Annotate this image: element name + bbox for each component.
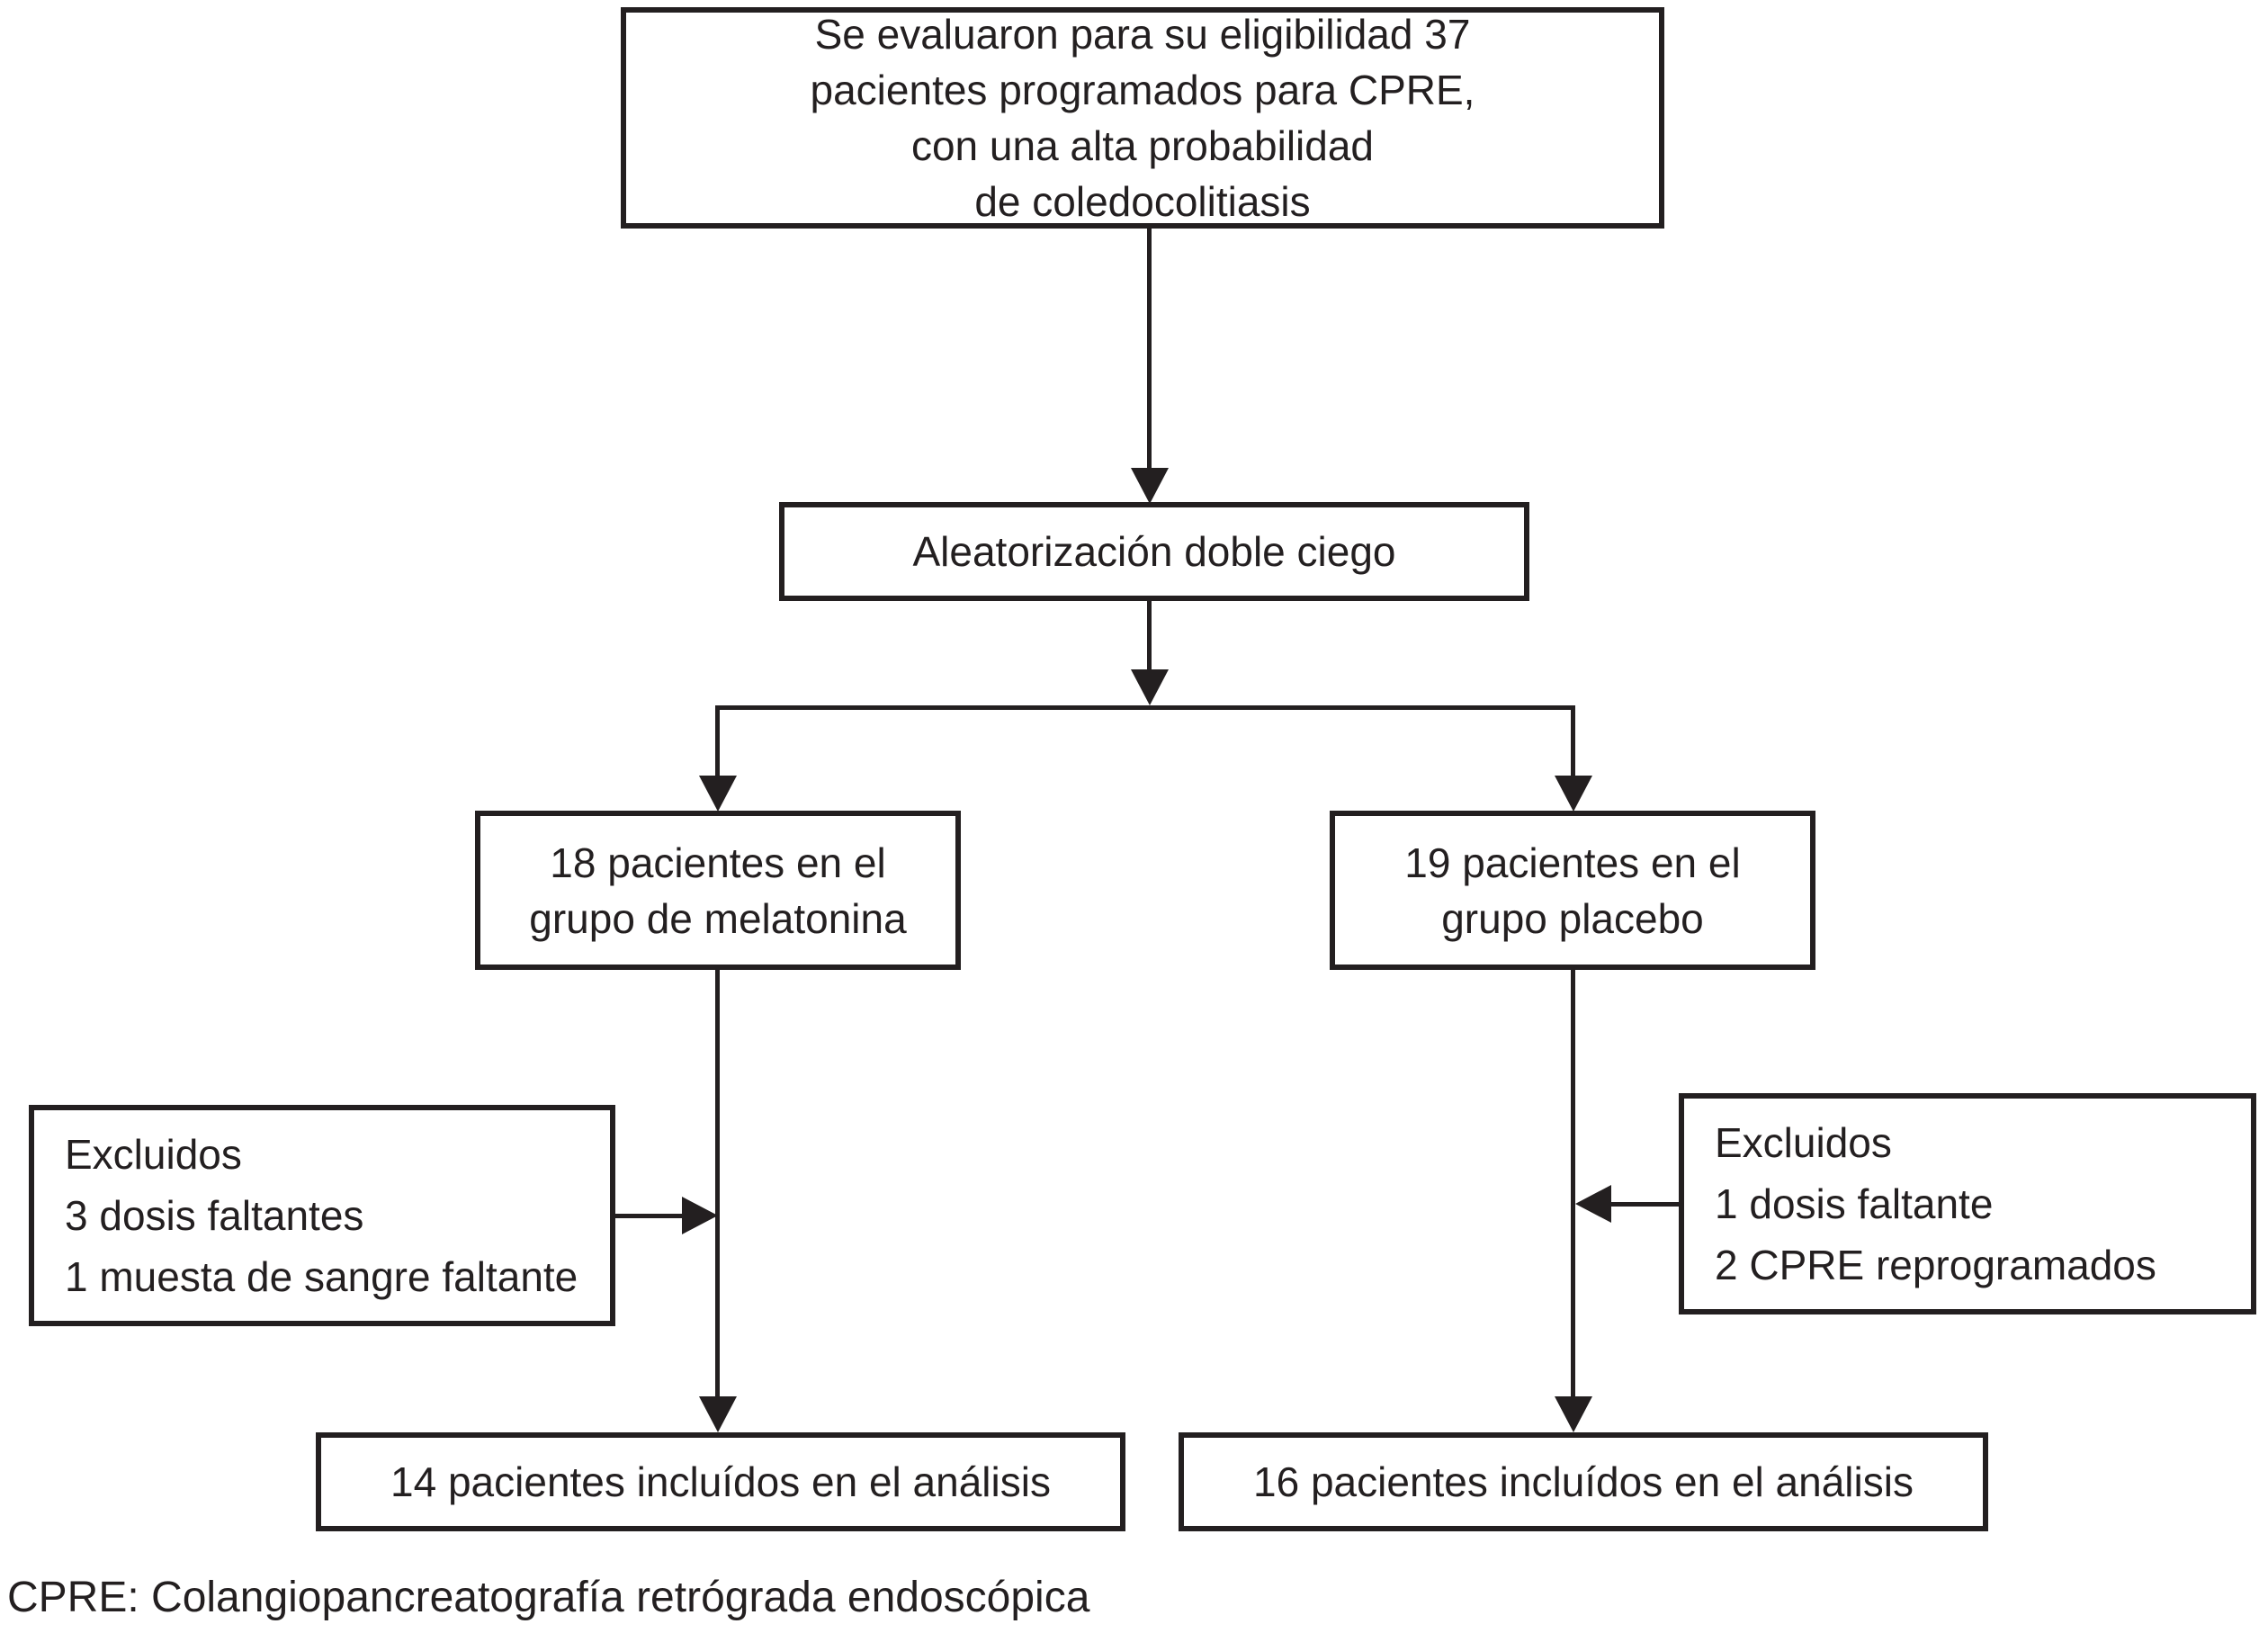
placebo-group-box: 19 pacientes en el grupo placebo xyxy=(1330,811,1815,970)
excluded-melatonin-line-3: 1 muesta de sangre faltante xyxy=(65,1253,578,1300)
placebo-group-line-2: grupo placebo xyxy=(1441,894,1704,942)
arrowhead-down-branch xyxy=(1131,669,1169,705)
excluded-placebo-line-2: 1 dosis faltante xyxy=(1715,1180,1994,1227)
arrowhead-down-analysis-placebo xyxy=(1555,1396,1592,1432)
placebo-group-line-1: 19 pacientes en el xyxy=(1404,839,1741,886)
connector-excluded-melatonin xyxy=(615,1214,687,1218)
arrowhead-right-excluded-melatonin xyxy=(682,1197,718,1234)
excluded-placebo-box: Excluidos 1 dosis faltante 2 CPRE reprog… xyxy=(1679,1093,2256,1314)
arrowhead-left-excluded-placebo xyxy=(1575,1185,1611,1223)
arrowhead-down-melatonin xyxy=(699,776,737,812)
analysis-melatonin-label: 14 pacientes incluídos en el análisis xyxy=(390,1458,1051,1505)
eligibility-box: Se evaluaron para su eligibilidad 37 pac… xyxy=(621,7,1664,229)
analysis-melatonin-box: 14 pacientes incluídos en el análisis xyxy=(316,1432,1125,1531)
connector-placebo-to-analysis xyxy=(1571,970,1575,1398)
eligibility-line-2: pacientes programados para CPRE, xyxy=(810,67,1475,113)
abbreviation-footnote: CPRE: Colangiopancreatografía retrógrada… xyxy=(7,1574,1090,1621)
connector-melatonin-to-analysis xyxy=(715,970,720,1398)
excluded-melatonin-line-2: 3 dosis faltantes xyxy=(65,1192,364,1239)
arrowhead-down-analysis-melatonin xyxy=(699,1396,737,1432)
eligibility-line-3: con una alta probabilidad xyxy=(910,122,1375,169)
eligibility-line-1: Se evaluaron para su eligibilidad 37 xyxy=(814,11,1471,58)
melatonin-group-line-2: grupo de melatonina xyxy=(529,894,907,942)
eligibility-line-4: de coledocolitiasis xyxy=(974,178,1311,225)
excluded-melatonin-box: Excluidos 3 dosis faltantes 1 muesta de … xyxy=(29,1105,615,1326)
excluded-placebo-line-1: Excluidos xyxy=(1715,1119,1892,1166)
connector-branch-left xyxy=(715,705,720,779)
analysis-placebo-label: 16 pacientes incluídos en el análisis xyxy=(1253,1458,1914,1505)
melatonin-group-box: 18 pacientes en el grupo de melatonina xyxy=(475,811,961,970)
arrowhead-down-placebo xyxy=(1555,776,1592,812)
analysis-placebo-box: 16 pacientes incluídos en el análisis xyxy=(1179,1432,1988,1531)
randomization-label: Aleatorización doble ciego xyxy=(912,528,1396,575)
connector-branch-right xyxy=(1571,705,1575,779)
arrowhead-down-randomization xyxy=(1131,468,1169,504)
connector-excluded-placebo xyxy=(1609,1202,1681,1207)
connector-randomization-stem xyxy=(1147,601,1152,673)
melatonin-group-line-1: 18 pacientes en el xyxy=(550,839,886,886)
connector-branch-horizontal xyxy=(715,705,1575,710)
connector-eligibility-to-randomization xyxy=(1147,229,1152,471)
excluded-placebo-line-3: 2 CPRE reprogramados xyxy=(1715,1242,2156,1288)
excluded-melatonin-line-1: Excluidos xyxy=(65,1131,242,1178)
randomization-box: Aleatorización doble ciego xyxy=(779,502,1529,601)
